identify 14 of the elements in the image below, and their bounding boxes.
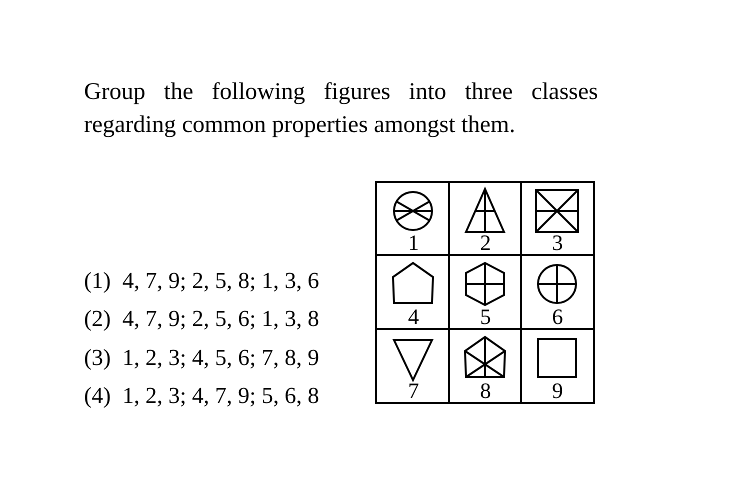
question-text: Group the following figures into three classes regarding common properties amongst them. [84,78,598,140]
answer-option: (4) 1, 2, 3; 4, 7, 9; 5, 6, 8 [84,383,320,409]
figure-number: 3 [552,231,563,255]
figure-number: 2 [480,231,491,255]
answer-option: (2) 4, 7, 9; 2, 5, 6; 1, 3, 8 [84,306,320,332]
answer-option: (3) 1, 2, 3; 4, 5, 6; 7, 8, 9 [84,345,320,371]
figure-number: 6 [552,305,563,329]
figure-number: 7 [408,379,419,403]
figure-number: 8 [480,379,491,403]
answer-option: (1) 4, 7, 9; 2, 5, 8; 1, 3, 6 [84,268,320,294]
figure-number: 1 [408,231,419,255]
figure-number: 9 [552,379,563,403]
figure-number: 5 [480,305,491,329]
figure-number: 4 [408,305,419,329]
